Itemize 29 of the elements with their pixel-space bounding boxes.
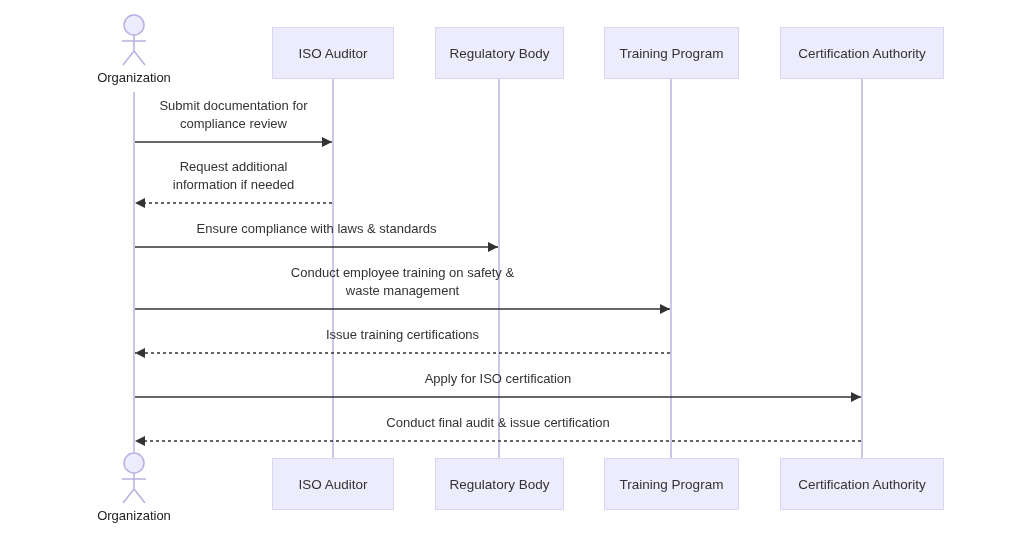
edge-label: Request additional information if needed <box>171 158 296 194</box>
edge-label: Submit documentation for compliance review <box>158 97 309 133</box>
participant-box: ISO Auditor <box>272 458 394 510</box>
edge-label: Ensure compliance with laws & standards <box>196 220 437 238</box>
edge-label: Conduct employee training on safety & waste management <box>289 264 516 300</box>
participant-box: Certification Authority <box>780 458 944 510</box>
lifeline <box>670 79 672 458</box>
edge-label: Issue training certifications <box>325 326 480 344</box>
message-arrow <box>134 347 671 359</box>
participant-box: Training Program <box>604 27 739 79</box>
participant-box: Training Program <box>604 458 739 510</box>
actor-label: Organization <box>97 508 171 523</box>
participant-box: Regulatory Body <box>435 458 564 510</box>
message-arrow <box>134 136 333 148</box>
message-arrow <box>134 435 862 447</box>
lifeline <box>133 92 135 452</box>
lifeline <box>332 79 334 458</box>
edge-label: Apply for ISO certification <box>424 370 572 388</box>
message-arrow <box>134 303 671 315</box>
participant-box: Regulatory Body <box>435 27 564 79</box>
message-arrow <box>134 391 862 403</box>
participant-box: Certification Authority <box>780 27 944 79</box>
lifeline <box>861 79 863 458</box>
lifeline <box>498 79 500 458</box>
participant-box: ISO Auditor <box>272 27 394 79</box>
message-arrow <box>134 241 499 253</box>
actor-label: Organization <box>97 70 171 85</box>
edge-label: Conduct final audit & issue certification <box>386 414 610 432</box>
message-arrow <box>134 197 333 209</box>
